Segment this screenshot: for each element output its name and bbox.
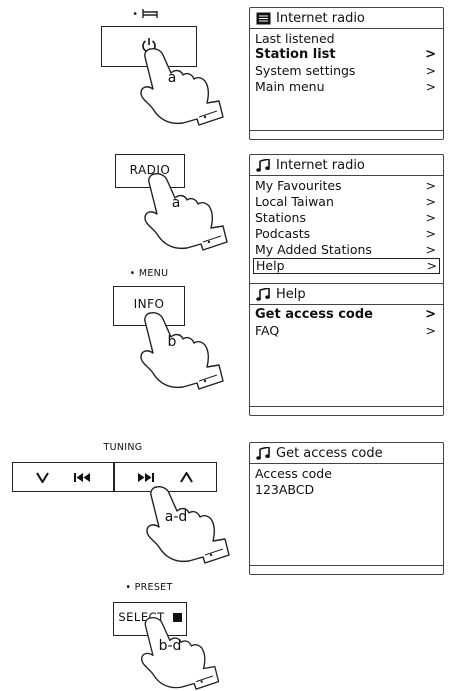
step-5: • PRESET SELECT b-d	[0, 580, 449, 691]
access-code-value-text: 123ABCD	[255, 482, 314, 497]
chevron-right-icon: >	[425, 47, 436, 63]
menu-item-faq[interactable]: FAQ >	[255, 323, 438, 339]
menu-list: Get access code > FAQ >	[255, 307, 438, 339]
menu-item-stations[interactable]: Stations >	[255, 210, 438, 226]
music-note-icon	[256, 288, 271, 301]
music-note-icon	[256, 159, 271, 172]
menu-item-station-list[interactable]: Station list >	[255, 47, 438, 63]
screen-title: Internet radio	[276, 158, 365, 173]
step-3: • MENU INFO b Help Get access code> FAQ>	[0, 285, 449, 435]
standby-caption: •	[125, 9, 165, 20]
screen-bottom-line	[250, 565, 443, 566]
bed-icon	[142, 9, 158, 18]
tune-down-button[interactable]	[12, 462, 114, 492]
next-track-icon	[138, 473, 154, 482]
chevron-right-icon: >	[426, 178, 436, 194]
step-4: TUNING a-d Get access code Access code 1…	[0, 435, 449, 575]
hand-label: a	[152, 70, 192, 86]
screen-bottom-line	[250, 130, 443, 131]
chevron-right-icon: >	[426, 226, 436, 242]
pointing-hand-icon	[142, 172, 234, 252]
hand-label: a	[156, 195, 196, 211]
hand-label: a-d	[156, 509, 196, 525]
menu-item-my-added-stations[interactable]: My Added Stations >	[255, 242, 438, 258]
music-note-icon	[256, 447, 271, 460]
menu-item-podcasts[interactable]: Podcasts >	[255, 226, 438, 242]
pointing-hand-icon	[138, 311, 230, 391]
lcd-screen-4: Get access code Access code 123ABCD	[249, 442, 444, 575]
preset-caption: • PRESET	[114, 582, 184, 593]
access-code-label-text: Access code	[255, 466, 332, 481]
chevron-right-icon: >	[426, 194, 436, 210]
chevron-right-icon: >	[426, 323, 436, 339]
pointing-hand-icon	[138, 47, 230, 127]
access-code-value: 123ABCD	[255, 482, 438, 498]
menu-item-local-taiwan[interactable]: Local Taiwan >	[255, 194, 438, 210]
menu-list: Last listened Station list > System setti…	[255, 31, 438, 95]
screen-title: Get access code	[276, 446, 383, 461]
menu-item-last-listened[interactable]: Last listened	[255, 31, 438, 47]
screen-title: Help	[276, 287, 306, 302]
menu-item-label: Help	[256, 258, 285, 273]
screen-bottom-line	[250, 406, 443, 407]
menu-item-my-favourites[interactable]: My Favourites >	[255, 178, 438, 194]
chevron-right-icon: >	[427, 259, 437, 273]
step-2: RADIO a Internet radio My Favourites> Lo…	[0, 140, 449, 285]
menu-item-label: My Favourites	[255, 178, 342, 193]
pointing-hand-icon	[144, 485, 236, 565]
menu-item-help[interactable]: Help >	[253, 258, 440, 274]
chevron-right-icon: >	[426, 79, 436, 95]
menu-item-get-access-code[interactable]: Get access code >	[255, 307, 438, 323]
chevron-down-icon	[36, 472, 49, 483]
chevron-right-icon: >	[426, 63, 436, 79]
menu-item-label: FAQ	[255, 323, 279, 338]
chevron-right-icon: >	[426, 242, 436, 258]
hand-label: b-d	[150, 638, 190, 654]
info-button-label: INFO	[134, 297, 165, 311]
menu-item-label: Podcasts	[255, 226, 310, 241]
chevron-right-icon: >	[426, 210, 436, 226]
menu-item-system-settings[interactable]: System settings >	[255, 63, 438, 79]
menu-item-label: Main menu	[255, 79, 325, 94]
standby-caption-dot: •	[132, 9, 141, 20]
lcd-screen-1: Internet radio Last listened Station lis…	[249, 7, 444, 140]
lcd-screen-3: Help Get access code > FAQ >	[249, 283, 444, 416]
access-code-panel: Access code 123ABCD	[255, 466, 438, 498]
menu-item-label: My Added Stations	[255, 242, 372, 257]
chevron-right-icon: >	[425, 307, 436, 323]
screen-title-bar: Internet radio	[250, 155, 443, 176]
step-1: • a Internet radio Last listened Station…	[0, 0, 449, 140]
menu-list: My Favourites > Local Taiwan > Stations > P…	[255, 178, 438, 274]
menu-item-main-menu[interactable]: Main menu >	[255, 79, 438, 95]
screen-title: Internet radio	[276, 11, 365, 26]
menu-item-label: System settings	[255, 63, 355, 78]
screen-title-bar: Get access code	[250, 443, 443, 464]
menu-item-label: Local Taiwan	[255, 194, 334, 209]
menu-item-label: Last listened	[255, 31, 335, 46]
menu-item-label: Station list	[255, 47, 336, 62]
chevron-up-icon	[180, 472, 193, 483]
screen-title-bar: Internet radio	[250, 8, 443, 29]
hand-label: b	[152, 334, 192, 350]
previous-track-icon	[74, 473, 90, 482]
screen-title-bar: Help	[250, 284, 443, 305]
access-code-label: Access code	[255, 466, 438, 482]
menu-caption: • MENU	[118, 268, 180, 279]
menu-item-label: Stations	[255, 210, 306, 225]
menu-item-label: Get access code	[255, 307, 373, 322]
list-icon	[256, 12, 271, 25]
tuning-caption: TUNING	[88, 442, 158, 453]
lcd-screen-2: Internet radio My Favourites > Local Taiw…	[249, 154, 444, 285]
